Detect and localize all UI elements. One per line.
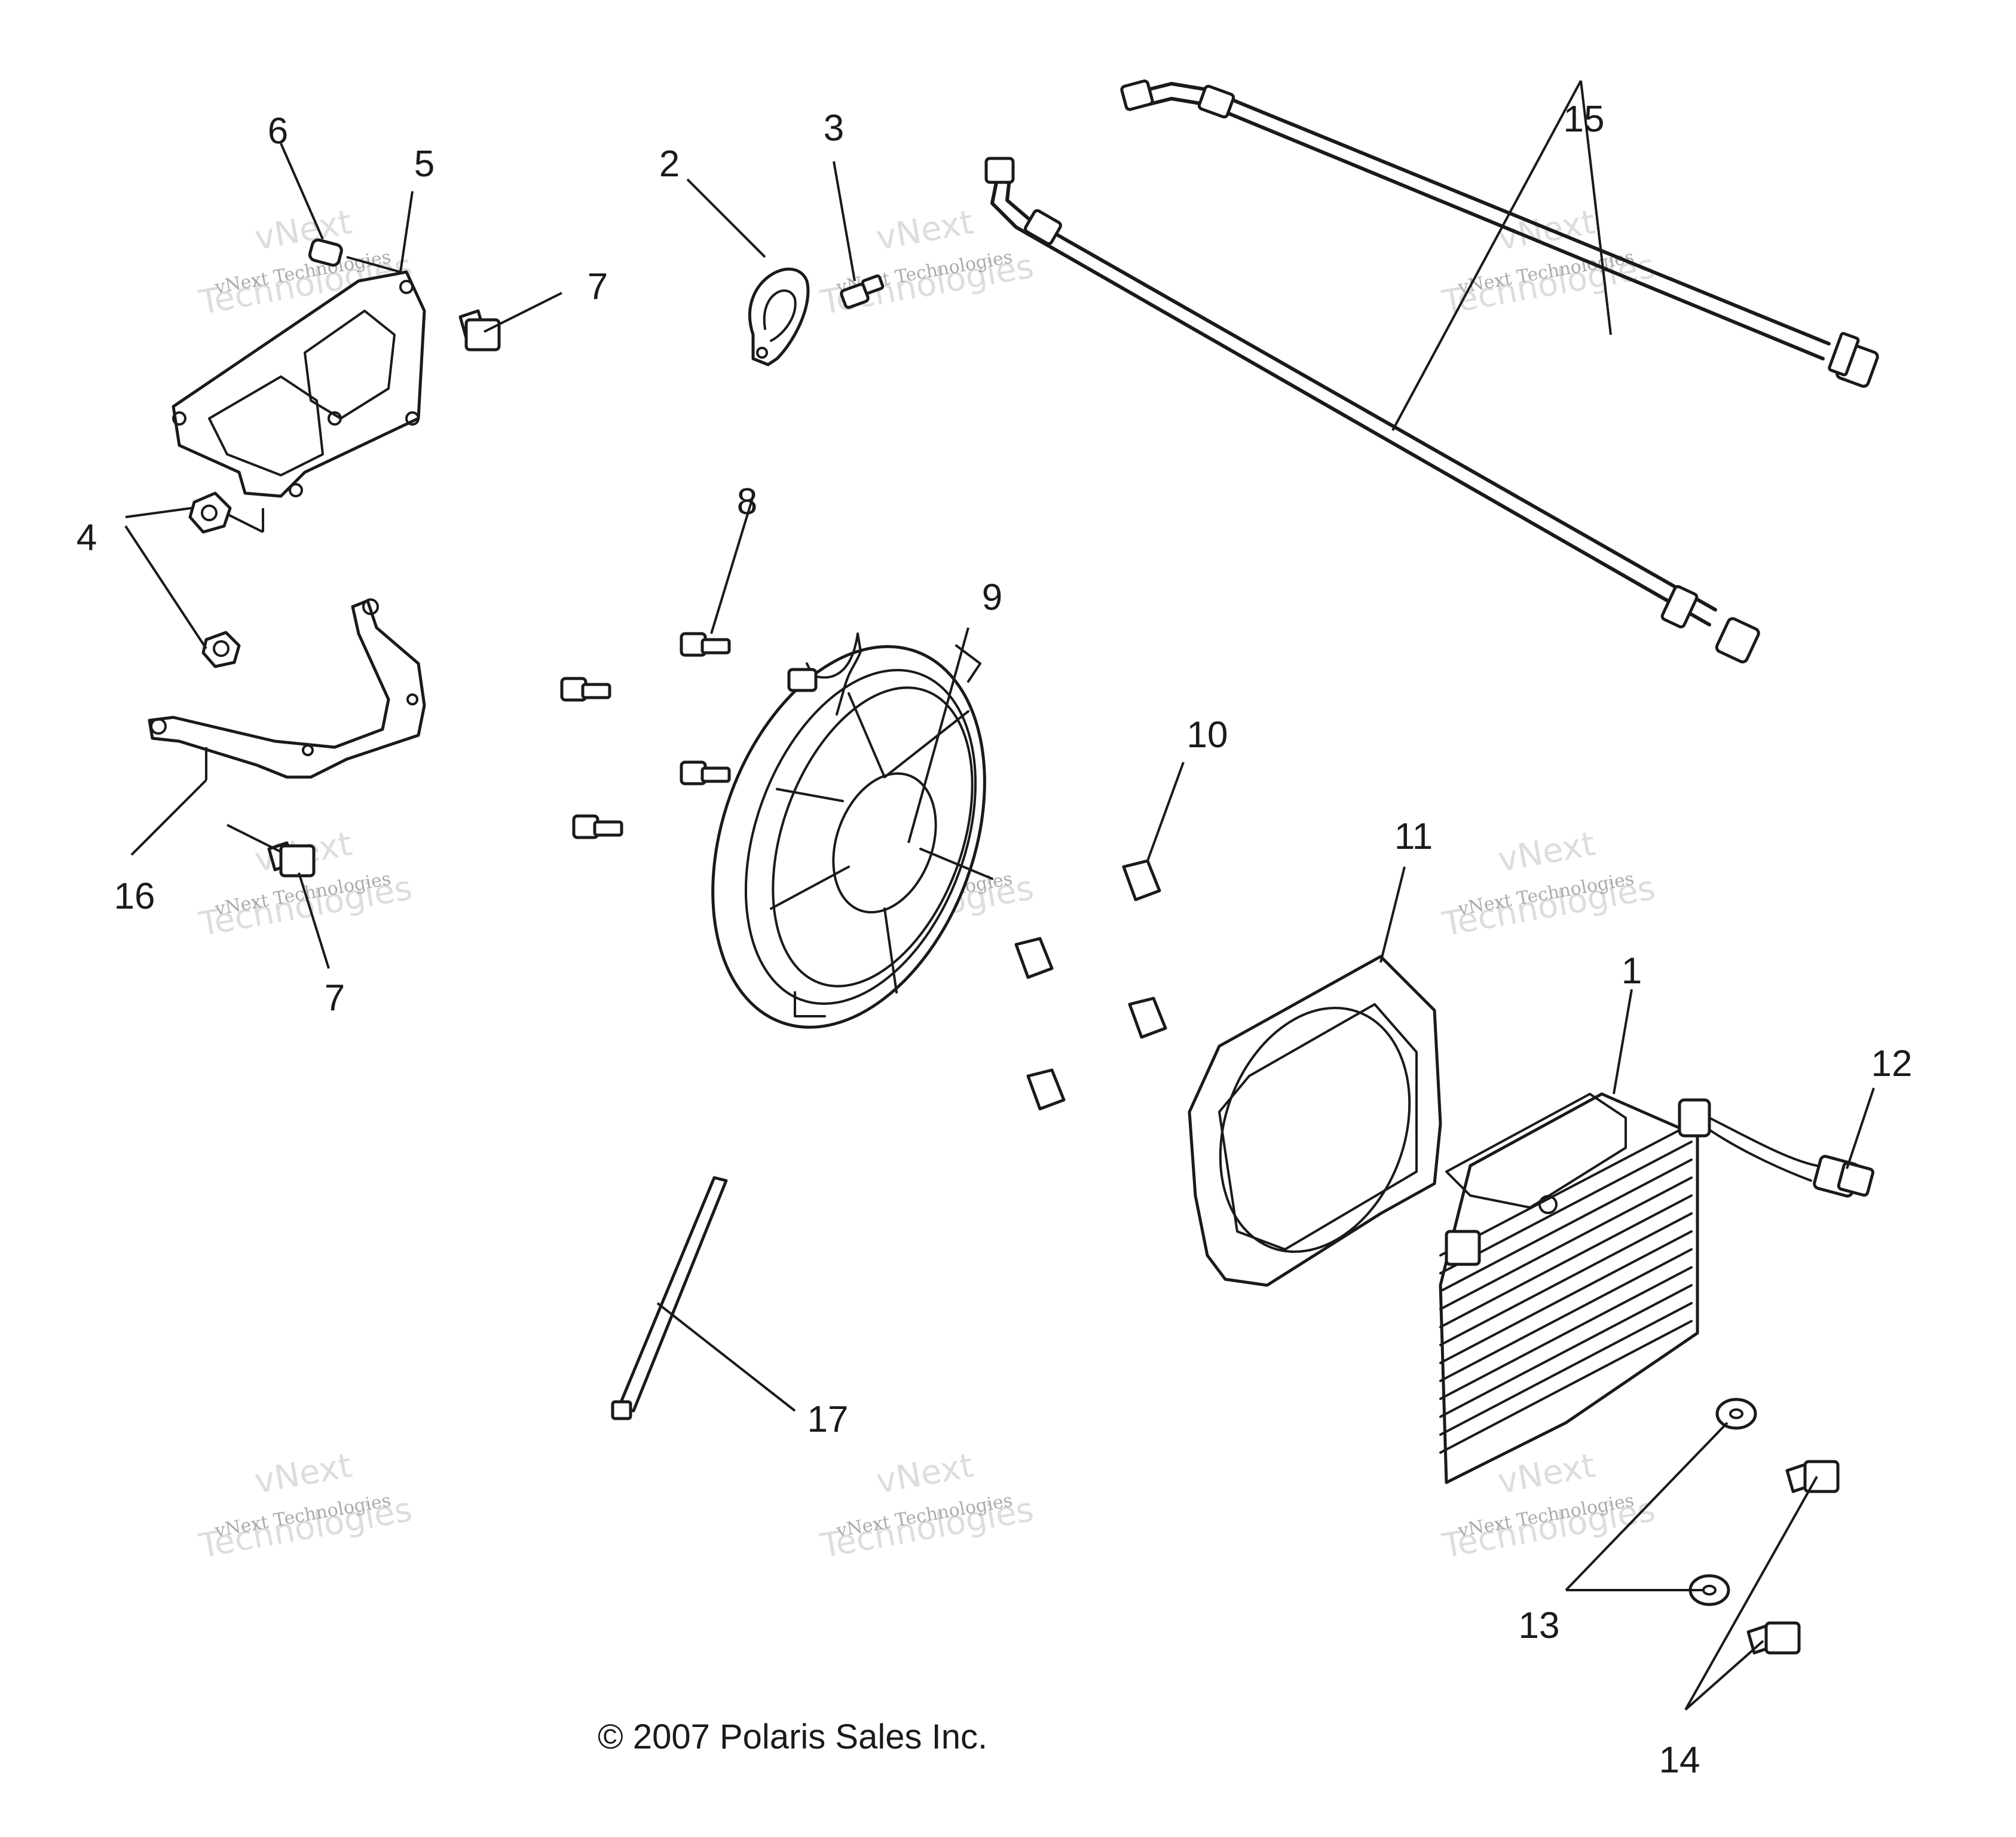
callout-3: 3 [824,108,844,149]
callout-2: 2 [659,143,680,185]
callout-7-upper: 7 [588,266,608,307]
copyright-text: © 2007 Polaris Sales Inc. [598,1717,987,1756]
callout-9: 9 [982,577,1002,618]
bolt-part-7-upper [458,309,501,351]
rod-part-17 [611,1176,728,1420]
fan-shroud-part-11 [1188,955,1442,1287]
bolt-part-8 [680,632,731,657]
fan-bolt-1 [560,677,611,702]
callout-12: 12 [1871,1043,1913,1084]
watermark-big: vNext [252,1446,354,1501]
lower-bracket-part-16 [148,598,426,779]
callout-5: 5 [414,143,435,185]
watermark-big: vNext [1495,1446,1598,1501]
hose-part-15-lower [984,157,1760,664]
bolt-part-7-lower [267,841,316,878]
callout-14: 14 [1659,1740,1700,1781]
temp-sensor-part-12 [1708,1117,1874,1198]
clip-nut-part-10-1 [1122,859,1161,901]
callout-4: 4 [77,517,97,558]
watermark-big: vNext [1495,824,1598,879]
watermark-6: vNext Technologies vNext Technologies [1439,824,1659,944]
fan-bolt-3 [572,814,623,839]
clip-nut-part-10-2 [1014,937,1054,979]
callout-8: 8 [737,481,757,522]
callout-10: 10 [1187,714,1228,756]
callout-11: 11 [1394,816,1433,857]
callout-1: 1 [1622,950,1642,992]
callout-15: 15 [1564,99,1605,140]
p-clamp-part-2 [748,267,810,366]
callout-6: 6 [268,111,288,152]
upper-bracket-part [172,270,426,498]
oil-cooler-part-1 [1439,1092,1711,1484]
sleeve-part-6 [308,238,343,267]
nut-part-4-upper [188,491,232,534]
watermark-7: vNext Technologies vNext Technologies [196,1446,415,1566]
cooling-fan-part-9 [711,632,993,1029]
bolt-part-14-upper [1785,1460,1840,1493]
callout-16: 16 [114,876,155,917]
callout-17: 17 [807,1399,849,1440]
hose-part-15-upper [1120,80,1879,388]
callout-13: 13 [1519,1605,1560,1646]
nut-part-4-lower [201,631,241,668]
watermark-big: vNext [873,203,976,258]
callout-7-lower: 7 [325,977,345,1019]
clip-nut-part-10-4 [1026,1068,1066,1111]
clip-nut-part-10-3 [1128,997,1167,1039]
screw-part-3 [840,274,885,309]
bolt-part-14-lower [1746,1621,1801,1655]
fan-bolt-2 [680,760,731,785]
watermark-8: vNext Technologies vNext Technologies [818,1446,1037,1566]
watermark-big: vNext [873,1446,976,1501]
washer-part-13-upper [1715,1398,1757,1430]
leader-lines [124,80,1875,1711]
